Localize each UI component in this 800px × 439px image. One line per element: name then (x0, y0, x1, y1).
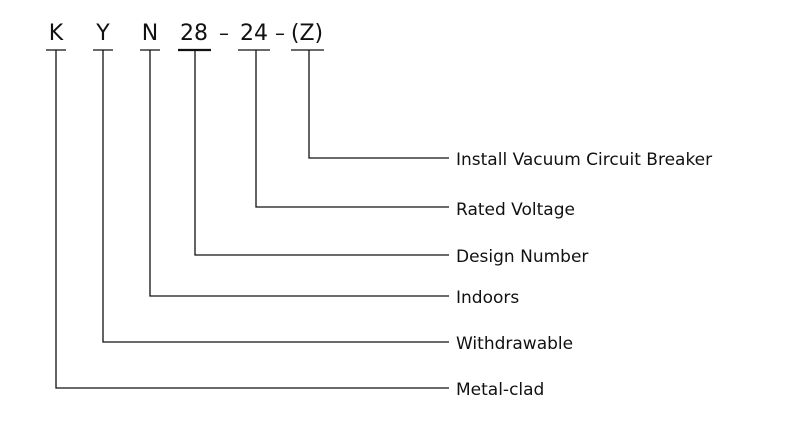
code-letter-n: N (142, 21, 158, 46)
code-voltage: 24 (240, 21, 268, 46)
desc-withdrawable: Withdrawable (456, 334, 573, 354)
code-letter-y: Y (95, 21, 110, 46)
leader-y (102, 50, 449, 343)
code-letter-k: K (49, 21, 64, 46)
leader-n (149, 50, 449, 297)
leader-design-number (194, 50, 449, 256)
desc-metal-clad: Metal-clad (456, 380, 544, 400)
code-breaker-option: (Z) (291, 21, 323, 46)
code-separator-2: – (275, 21, 285, 45)
leader-voltage (255, 50, 449, 208)
desc-rated-voltage: Rated Voltage (456, 200, 575, 220)
code-design-number: 28 (180, 21, 208, 46)
leader-breaker-option (308, 50, 449, 159)
desc-install-vacuum-circuit-breaker: Install Vacuum Circuit Breaker (456, 150, 712, 170)
leader-k (55, 50, 449, 389)
code-separator-1: – (219, 21, 229, 45)
desc-design-number: Design Number (456, 247, 588, 267)
desc-indoors: Indoors (456, 288, 519, 308)
